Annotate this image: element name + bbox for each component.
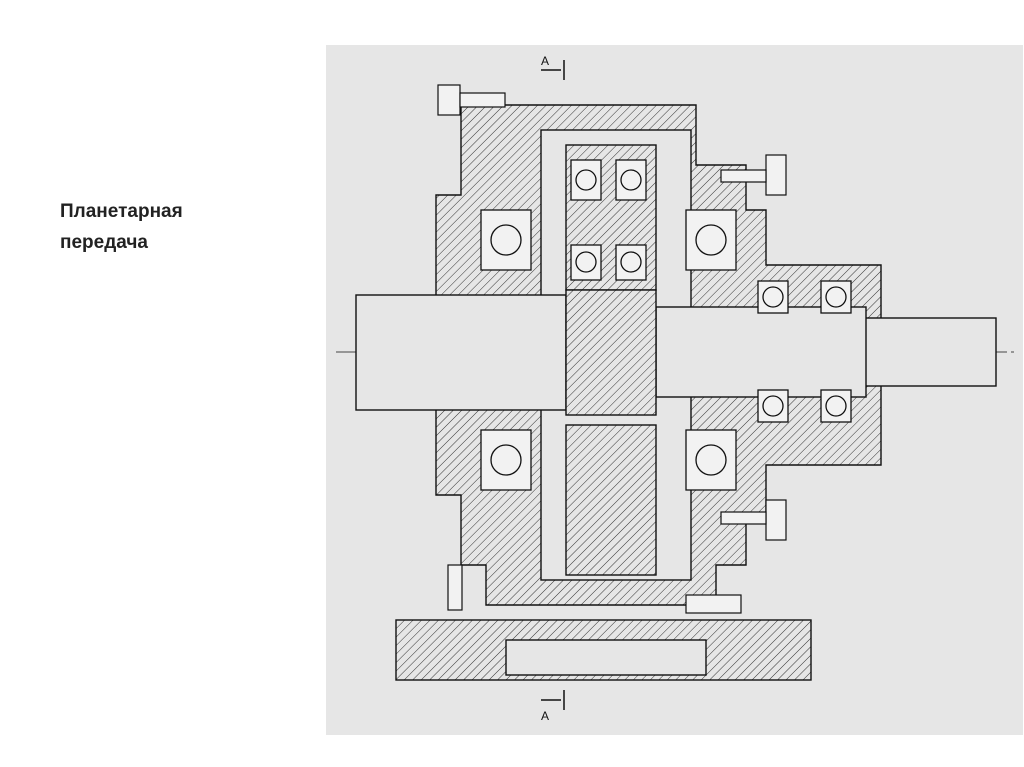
bolts: [437, 84, 787, 614]
section-marks: [541, 60, 565, 710]
input-shaft: [355, 294, 567, 411]
section-label-bottom: A: [541, 709, 549, 723]
output-shaft: [855, 317, 997, 387]
section-label-top: A: [541, 54, 549, 68]
title-line-2: передача: [60, 232, 148, 253]
gearbox-section-svg: A A: [336, 54, 1016, 723]
planet-gear-bottom: [565, 424, 657, 576]
carrier: [655, 306, 867, 398]
slide-title: Планетарная передача: [60, 196, 183, 258]
bearings: [480, 159, 852, 491]
sun-gear: [565, 289, 657, 416]
planetary-gear-drawing: A A: [326, 45, 1023, 735]
title-line-1: Планетарная: [60, 201, 183, 222]
